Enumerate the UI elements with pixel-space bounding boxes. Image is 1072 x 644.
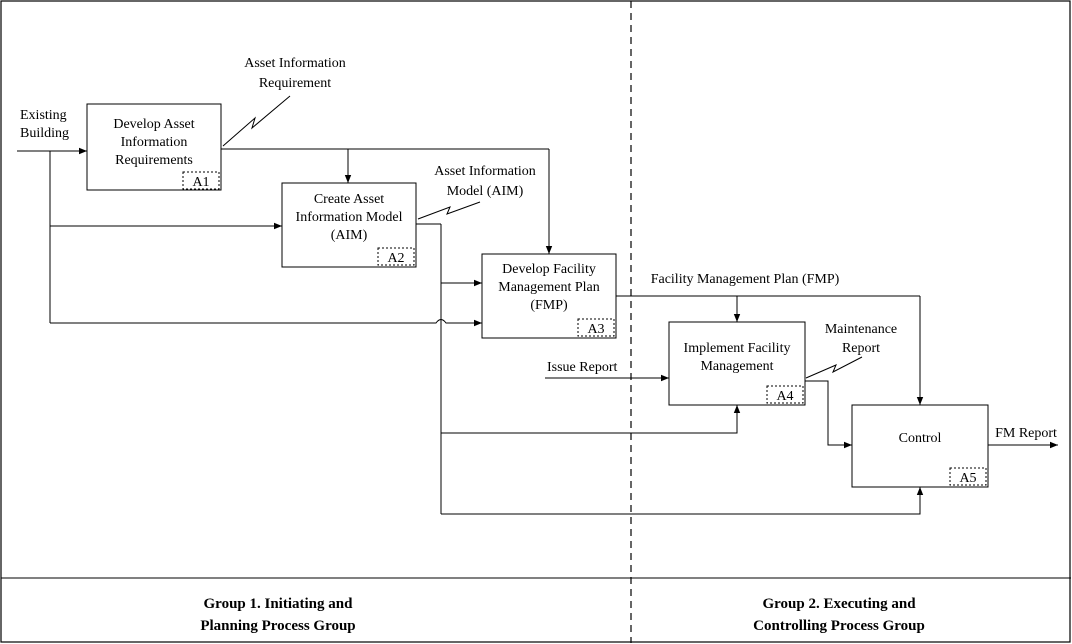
label-air-2: Requirement <box>259 76 331 91</box>
box-A1-label-3: Requirements <box>115 153 193 168</box>
svg-text:Develop Asset: Develop Asset <box>113 117 194 132</box>
group-2-label-1: Group 2. Executing and <box>762 596 916 612</box>
box-A1-tag: A1 <box>192 175 209 190</box>
group-1-label-1: Group 1. Initiating and <box>204 596 354 612</box>
squiggle-aim <box>417 201 481 220</box>
label-fmp: Facility Management Plan (FMP) <box>651 272 840 287</box>
box-A4-tag: A4 <box>776 389 793 404</box>
box-A1-label-2: Information <box>121 135 188 150</box>
box-A5-label-1: Control <box>899 431 942 446</box>
box-A4-label-1: Implement Facility <box>684 341 791 356</box>
group-1-label-2: Planning Process Group <box>200 618 355 634</box>
box-A2: Create Asset Information Model (AIM) A2 <box>281 182 417 268</box>
box-A2-label-2: Information Model <box>296 210 403 225</box>
arrow-existing-to-A3 <box>50 319 482 327</box>
box-A3-tag: A3 <box>587 322 604 337</box>
box-A3-label-1: Develop Facility <box>502 262 596 277</box>
box-A5-tag: A5 <box>959 471 976 486</box>
box-A3-label-2: Management Plan <box>498 280 599 295</box>
box-A1: Develop Asset Information Requirements A… <box>86 103 222 191</box>
label-air-1: Asset Information <box>244 56 345 71</box>
input-existing-building-1: Existing <box>20 108 67 123</box>
box-A2-label-3: (AIM) <box>331 228 368 243</box>
label-maintenance-1: Maintenance <box>825 322 897 337</box>
input-issue-report: Issue Report <box>547 360 617 375</box>
label-aim-2: Model (AIM) <box>447 184 524 199</box>
arrow-aim-to-A4-mech <box>441 405 741 434</box>
squiggle-air <box>222 95 291 147</box>
box-A2-label-1: Create Asset <box>314 192 384 207</box>
input-existing-building-2: Building <box>20 126 69 141</box>
output-fm-report: FM Report <box>995 426 1057 441</box>
label-maintenance-2: Report <box>842 341 880 356</box>
box-A4-label-2: Management <box>700 359 773 374</box>
arrow-aim-to-A5-mech <box>441 487 924 515</box>
arrow-A4-to-A5 <box>805 380 852 449</box>
box-A3-label-3: (FMP) <box>530 298 568 313</box>
svg-text:Requirements: Requirements <box>115 153 193 168</box>
group-2-label-2: Controlling Process Group <box>753 618 925 634</box>
label-aim-1: Asset Information <box>434 164 535 179</box>
box-A2-tag: A2 <box>387 251 404 266</box>
box-A1-label-1: Develop Asset <box>113 117 194 132</box>
box-A3: Develop Facility Management Plan (FMP) A… <box>481 253 617 339</box>
squiggle-maintenance <box>805 356 863 379</box>
box-A5: Control A5 <box>851 404 989 488</box>
svg-text:Information: Information <box>121 135 188 150</box>
box-A4: Implement Facility Management A4 <box>668 321 806 406</box>
